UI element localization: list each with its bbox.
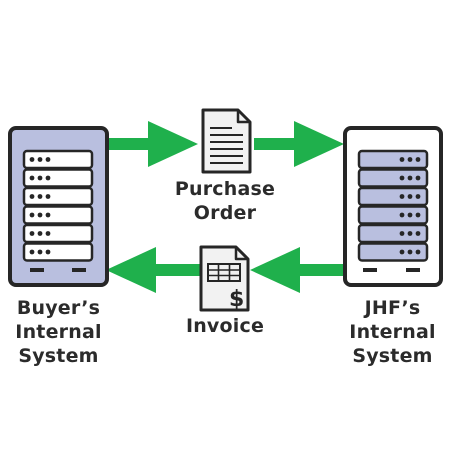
jhf-server-icon	[343, 126, 443, 287]
purchase-order-document-icon	[201, 108, 252, 174]
dollar-sign-icon: $	[229, 287, 244, 312]
jhf-system-label-line-3: System	[352, 345, 433, 367]
buyer-system-label-line-3: System	[18, 345, 99, 367]
buyer-server-icon	[8, 126, 109, 287]
buyer-system-label: Buyer’s Internal System	[0, 296, 117, 368]
arrow-to-jhf	[254, 121, 344, 167]
purchase-order-label-line-1: Purchase	[174, 178, 276, 200]
jhf-system-label: JHF’s Internal System	[335, 296, 450, 368]
invoice-label: Invoice	[170, 314, 280, 338]
jhf-system-label-line-2: Internal	[349, 321, 436, 343]
invoice-label-line-1: Invoice	[185, 315, 265, 337]
arrow-to-purchase-order	[108, 121, 198, 167]
buyer-system-label-line-1: Buyer’s	[16, 297, 101, 319]
buyer-system-label-line-2: Internal	[15, 321, 102, 343]
arrow-to-buyer	[106, 247, 200, 293]
arrow-to-invoice	[250, 247, 344, 293]
purchase-order-label-line-2: Order	[193, 202, 257, 224]
jhf-server-rack-units	[357, 149, 429, 262]
buyer-server-rack-units	[22, 149, 94, 262]
purchase-order-label: Purchase Order	[165, 177, 285, 225]
invoice-document-icon: $	[199, 245, 250, 312]
jhf-system-label-line-1: JHF’s	[364, 297, 421, 319]
